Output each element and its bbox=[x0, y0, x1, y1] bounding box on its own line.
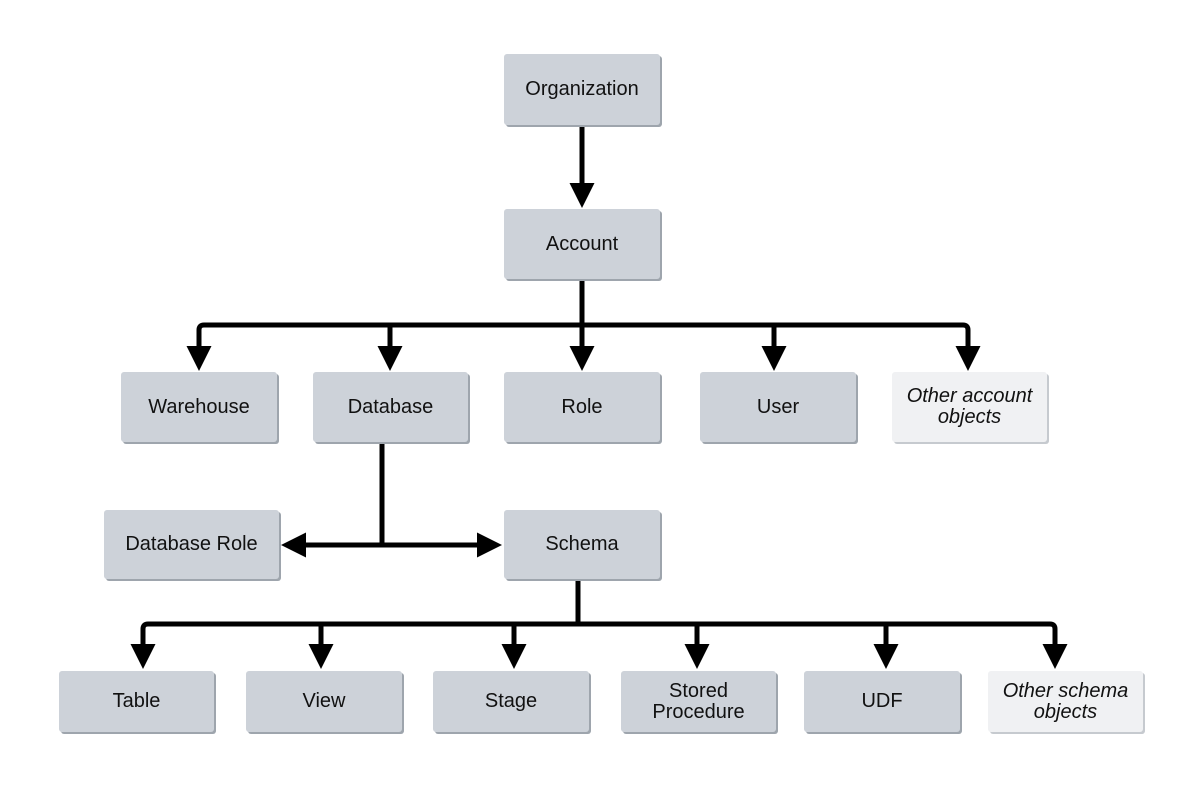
node-label: Organization bbox=[525, 78, 639, 100]
node-role: Role bbox=[504, 372, 660, 442]
node-label: Stored Procedure bbox=[652, 679, 745, 723]
node-label: User bbox=[756, 395, 800, 418]
node-other-schema-objects: Other schema objects bbox=[988, 671, 1143, 732]
node-organization: Organization bbox=[504, 54, 660, 125]
node-label: Schema bbox=[545, 533, 619, 555]
node-account: Account bbox=[504, 209, 660, 279]
connector-schema-bus bbox=[140, 621, 1058, 642]
node-stage: Stage bbox=[433, 671, 589, 732]
node-label: Stage bbox=[484, 690, 538, 712]
node-label: Database Role bbox=[125, 533, 258, 555]
node-table: Table bbox=[59, 671, 214, 732]
node-warehouse: Warehouse bbox=[121, 372, 277, 442]
node-label: Database bbox=[347, 395, 434, 418]
node-label: Other schema objects bbox=[1002, 679, 1129, 723]
node-label: Role bbox=[561, 395, 603, 418]
node-view: View bbox=[246, 671, 402, 732]
node-label: View bbox=[302, 690, 346, 712]
node-schema: Schema bbox=[504, 510, 660, 579]
node-label: Other account objects bbox=[906, 385, 1033, 428]
node-udf: UDF bbox=[804, 671, 960, 732]
node-label: UDF bbox=[861, 690, 903, 712]
node-label: Account bbox=[545, 232, 619, 255]
node-label: Warehouse bbox=[148, 395, 250, 418]
node-stored-procedure: Stored Procedure bbox=[621, 671, 776, 732]
node-database: Database bbox=[313, 372, 468, 442]
node-label: Table bbox=[112, 690, 161, 712]
node-user: User bbox=[700, 372, 856, 442]
node-other-account-objects: Other account objects bbox=[892, 372, 1047, 442]
node-database-role: Database Role bbox=[104, 510, 279, 579]
